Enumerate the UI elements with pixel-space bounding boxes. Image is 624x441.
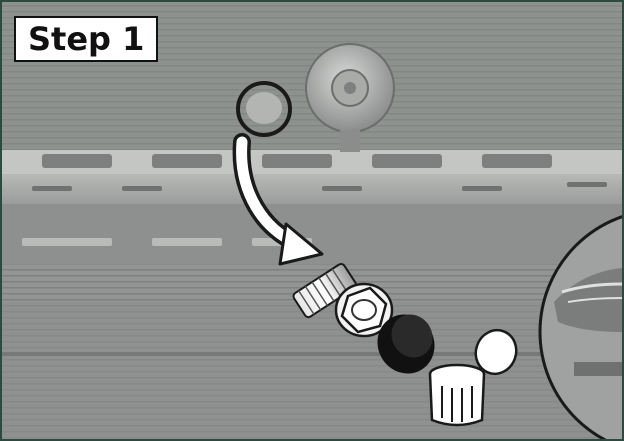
cover-cap-icon: [377, 314, 435, 374]
vehicle-front-inset-icon: [538, 215, 622, 439]
step-label: Step 1: [14, 16, 159, 62]
white-cap-icon: [474, 328, 518, 376]
horn-shape: [305, 43, 395, 152]
arrow-icon: [232, 133, 324, 266]
tow-hook-cover-circle-icon: [236, 81, 292, 137]
storage-container-icon: [428, 363, 486, 427]
tow-eye-bolt-icon: [292, 262, 394, 338]
